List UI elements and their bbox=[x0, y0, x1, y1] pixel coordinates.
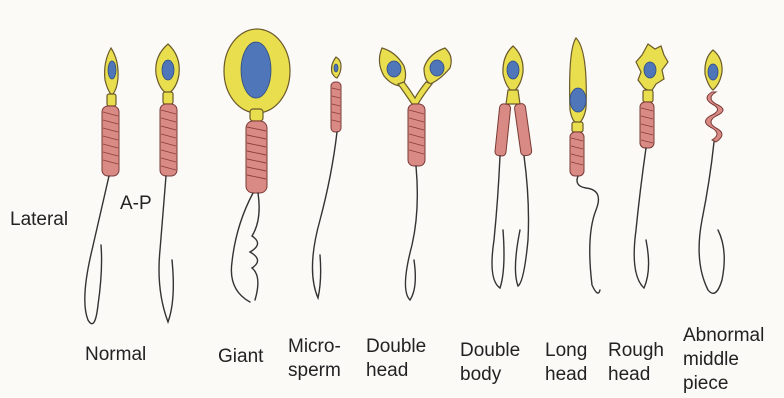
long-head-sperm bbox=[570, 38, 600, 293]
label-long-head: Long head bbox=[545, 339, 587, 387]
double-head-sperm bbox=[379, 48, 451, 300]
normal-lateral-sperm bbox=[85, 48, 119, 324]
label-giant: Giant bbox=[218, 345, 263, 369]
label-microsperm: Micro- sperm bbox=[288, 335, 341, 383]
giant-sperm bbox=[224, 29, 290, 302]
double-body-sperm bbox=[492, 46, 532, 288]
label-ap: A-P bbox=[120, 192, 152, 216]
normal-ap-sperm bbox=[156, 44, 180, 322]
label-abnormal-middle-piece: Abnormal middle piece bbox=[683, 324, 764, 396]
label-normal: Normal bbox=[85, 343, 146, 367]
rough-head-sperm bbox=[634, 44, 668, 288]
label-lateral: Lateral bbox=[10, 208, 68, 232]
label-double-head: Double head bbox=[366, 335, 426, 383]
microsperm bbox=[312, 57, 341, 298]
label-rough-head: Rough head bbox=[608, 339, 664, 387]
label-double-body: Double body bbox=[460, 339, 520, 387]
abnormal-middle-piece-sperm bbox=[699, 50, 724, 293]
